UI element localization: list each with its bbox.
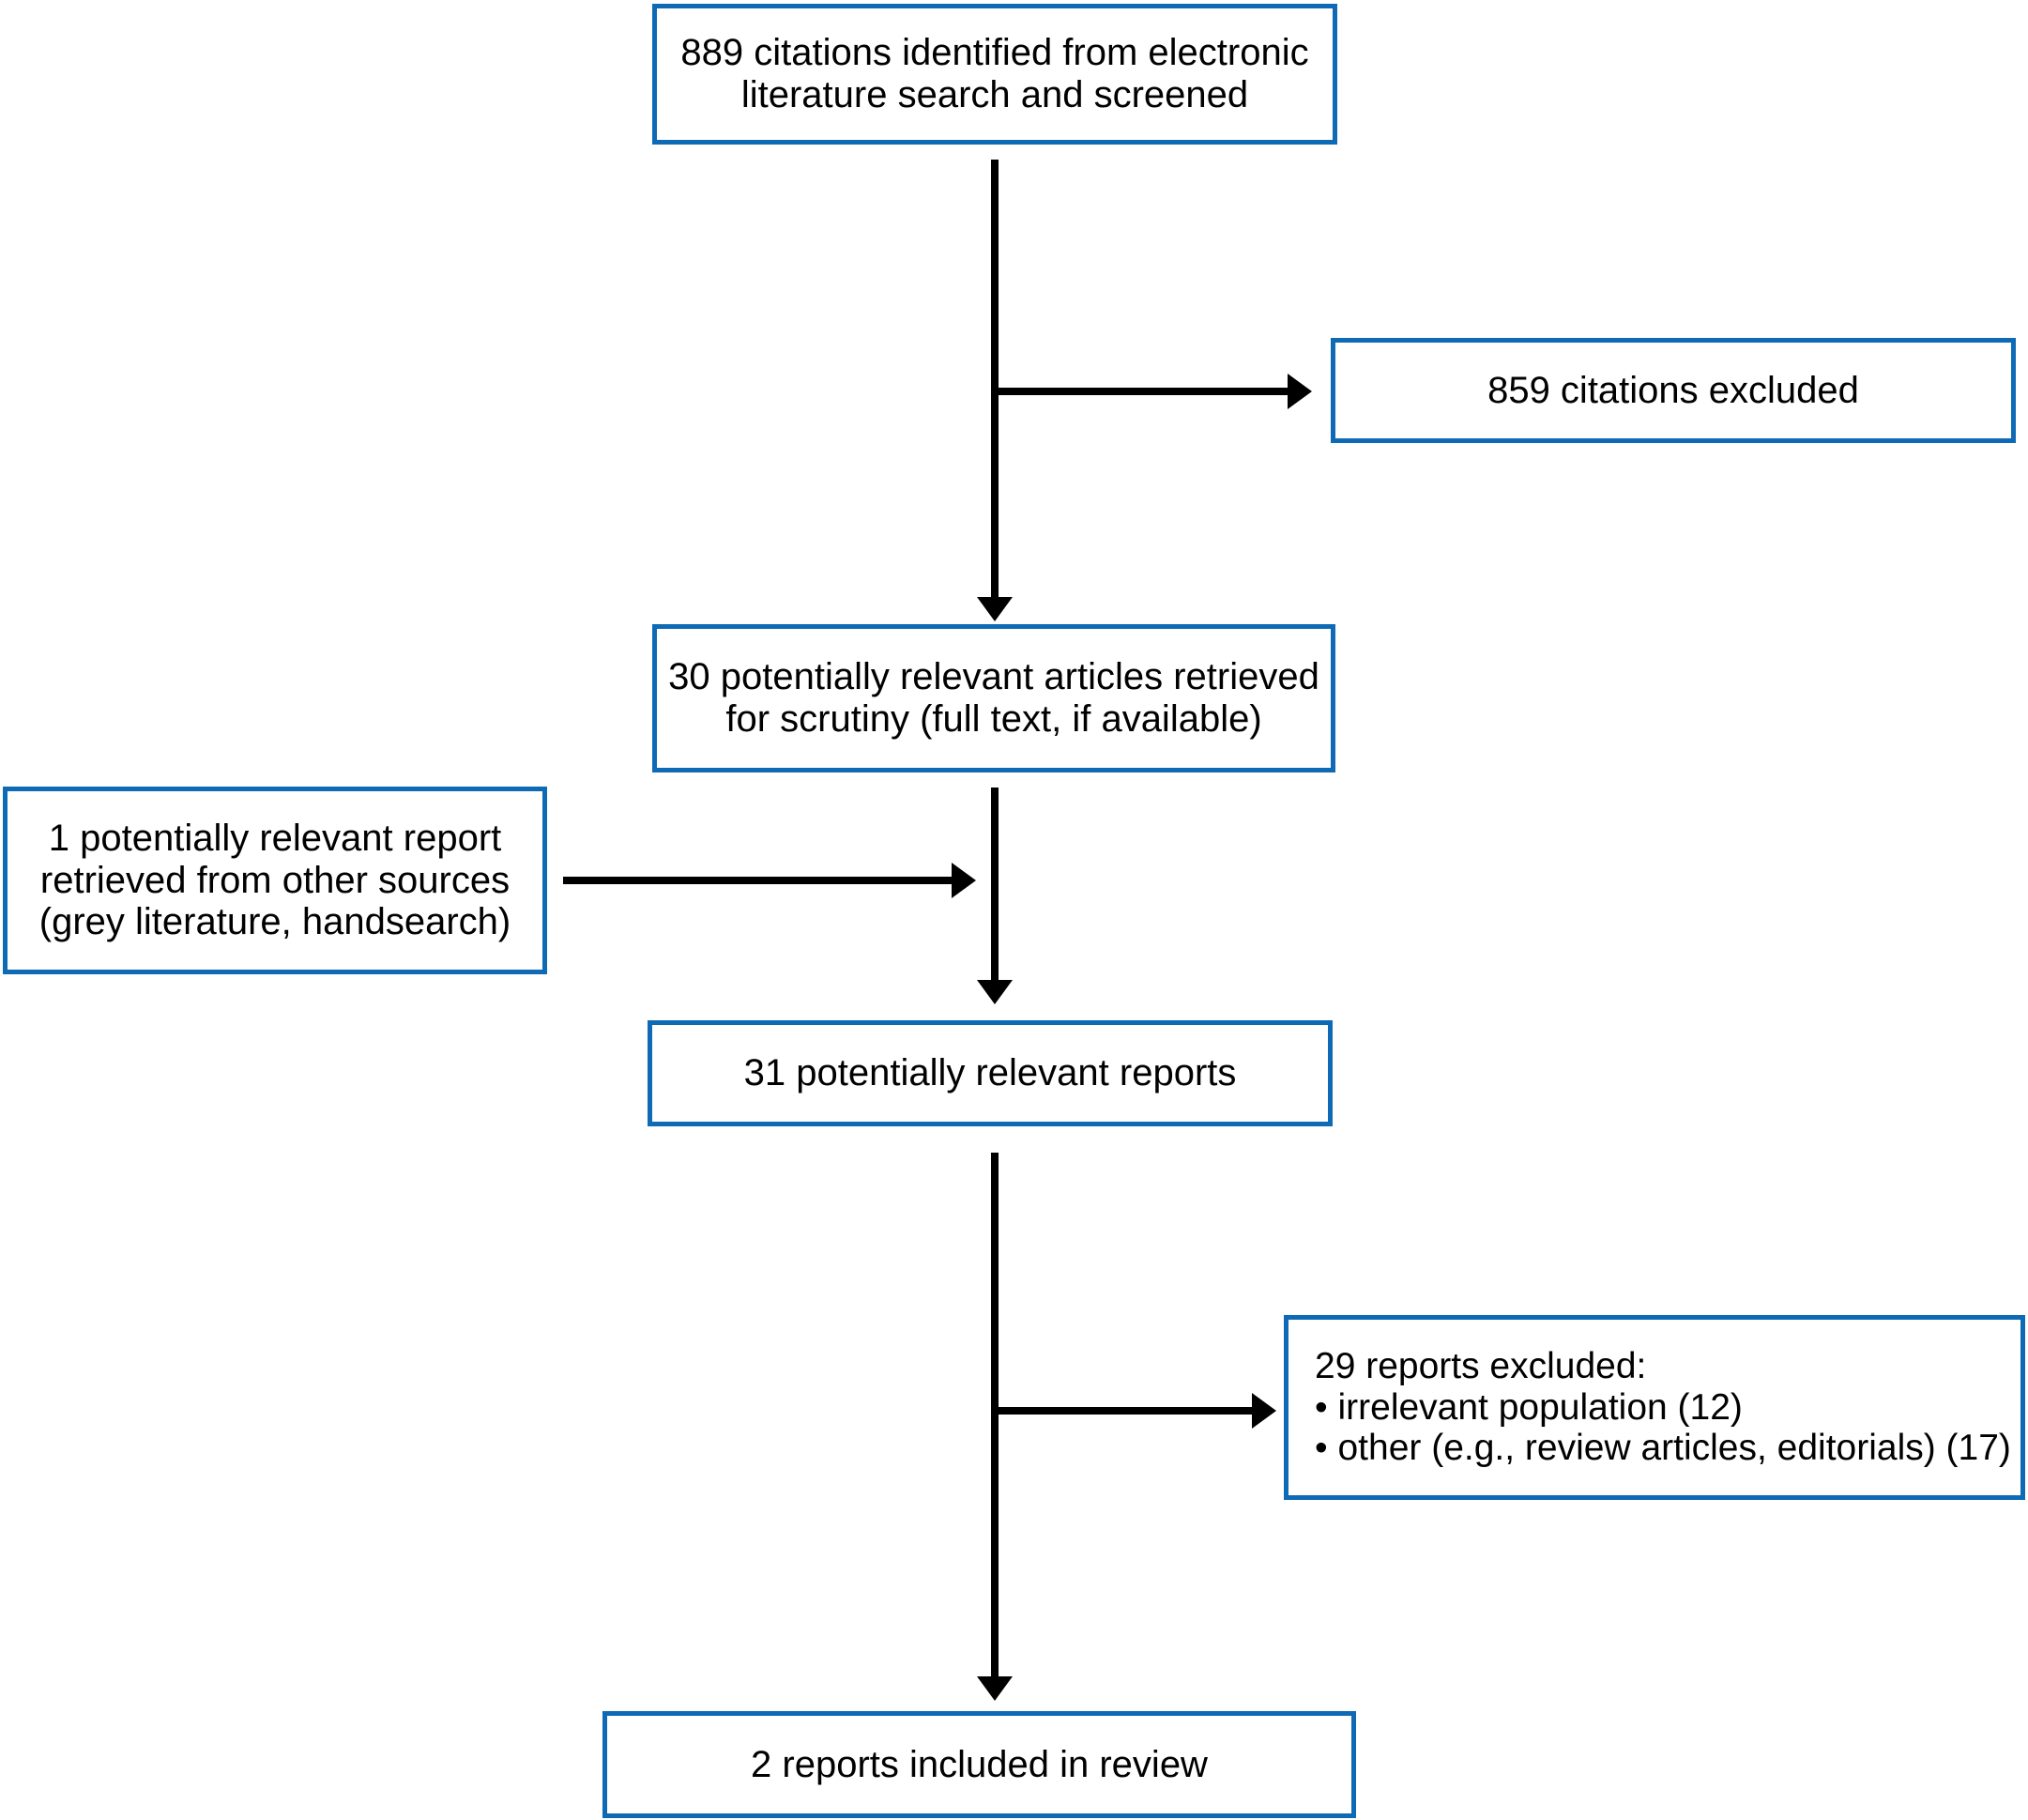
arrow-reports-to-included-head-icon [977,1676,1013,1701]
box-text-line: 29 reports excluded: [1315,1345,1647,1386]
box-text-line: (grey literature, handsearch) [38,901,511,943]
box-relevant-reports: 31 potentially relevant reports [648,1020,1333,1126]
box-text-line: 859 citations excluded [1487,369,1859,411]
box-text-line: 1 potentially relevant report [48,817,502,859]
box-text-line: 31 potentially relevant reports [743,1052,1237,1094]
box-reports-excluded: 29 reports excluded: • irrelevant popula… [1284,1315,2025,1500]
box-text-line: • other (e.g., review articles, editoria… [1315,1428,2011,1469]
box-text-line: 2 reports included in review [751,1743,1208,1785]
box-text-line: for scrutiny (full text, if available) [725,698,1262,740]
box-text-line: 889 citations identified from electronic [680,32,1309,74]
box-included-in-review: 2 reports included in review [602,1711,1356,1818]
arrow-identified-to-retrieved-head-icon [977,597,1013,621]
box-other-sources: 1 potentially relevant report retrieved … [3,787,547,974]
box-text-line: retrieved from other sources [39,859,511,901]
box-text-line: • irrelevant population (12) [1315,1386,1743,1428]
arrow-retrieved-to-reports-head-icon [977,980,1013,1004]
arrow-other-sources-head-icon [952,863,976,898]
box-articles-retrieved: 30 potentially relevant articles retriev… [652,624,1335,772]
box-text-line: literature search and screened [740,74,1249,115]
box-citations-excluded: 859 citations excluded [1331,338,2016,443]
arrow-branch-reports-excluded-head-icon [1252,1393,1276,1429]
box-text-line: 30 potentially relevant articles retriev… [668,656,1319,698]
box-citations-identified: 889 citations identified from electronic… [652,4,1337,145]
arrow-branch-citations-excluded-head-icon [1288,374,1312,409]
